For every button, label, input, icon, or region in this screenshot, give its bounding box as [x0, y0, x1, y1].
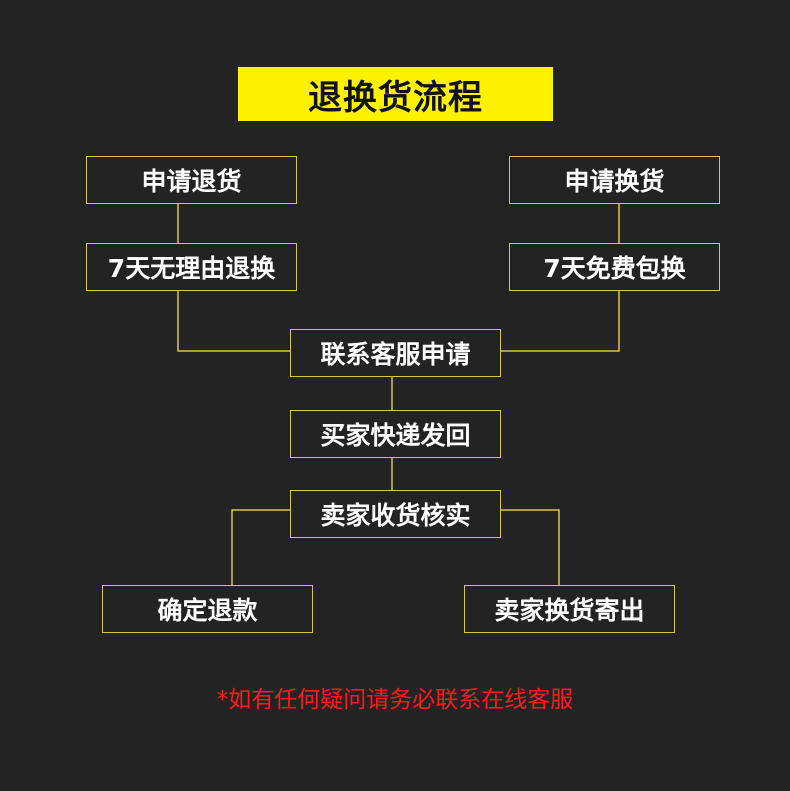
node-seven-day-return: 7天无理由退换: [86, 243, 297, 291]
connector-exchange-2: [500, 291, 620, 352]
connector-refund: [231, 509, 290, 585]
node-seller-ship-exchange: 卖家换货寄出: [464, 585, 675, 633]
node-contact-service: 联系客服申请: [290, 329, 501, 377]
connector-ship-exchange: [500, 509, 560, 585]
page-title: 退换货流程: [238, 67, 553, 121]
node-buyer-ship-back: 买家快递发回: [290, 410, 501, 458]
node-apply-exchange: 申请换货: [509, 156, 720, 204]
node-seven-day-exchange: 7天免费包换: [509, 243, 720, 291]
node-seller-verify: 卖家收货核实: [290, 490, 501, 538]
node-apply-return: 申请退货: [86, 156, 297, 204]
connector-return-2: [177, 291, 290, 352]
node-confirm-refund: 确定退款: [102, 585, 313, 633]
contact-note: *如有任何疑问请务必联系在线客服: [216, 687, 574, 713]
